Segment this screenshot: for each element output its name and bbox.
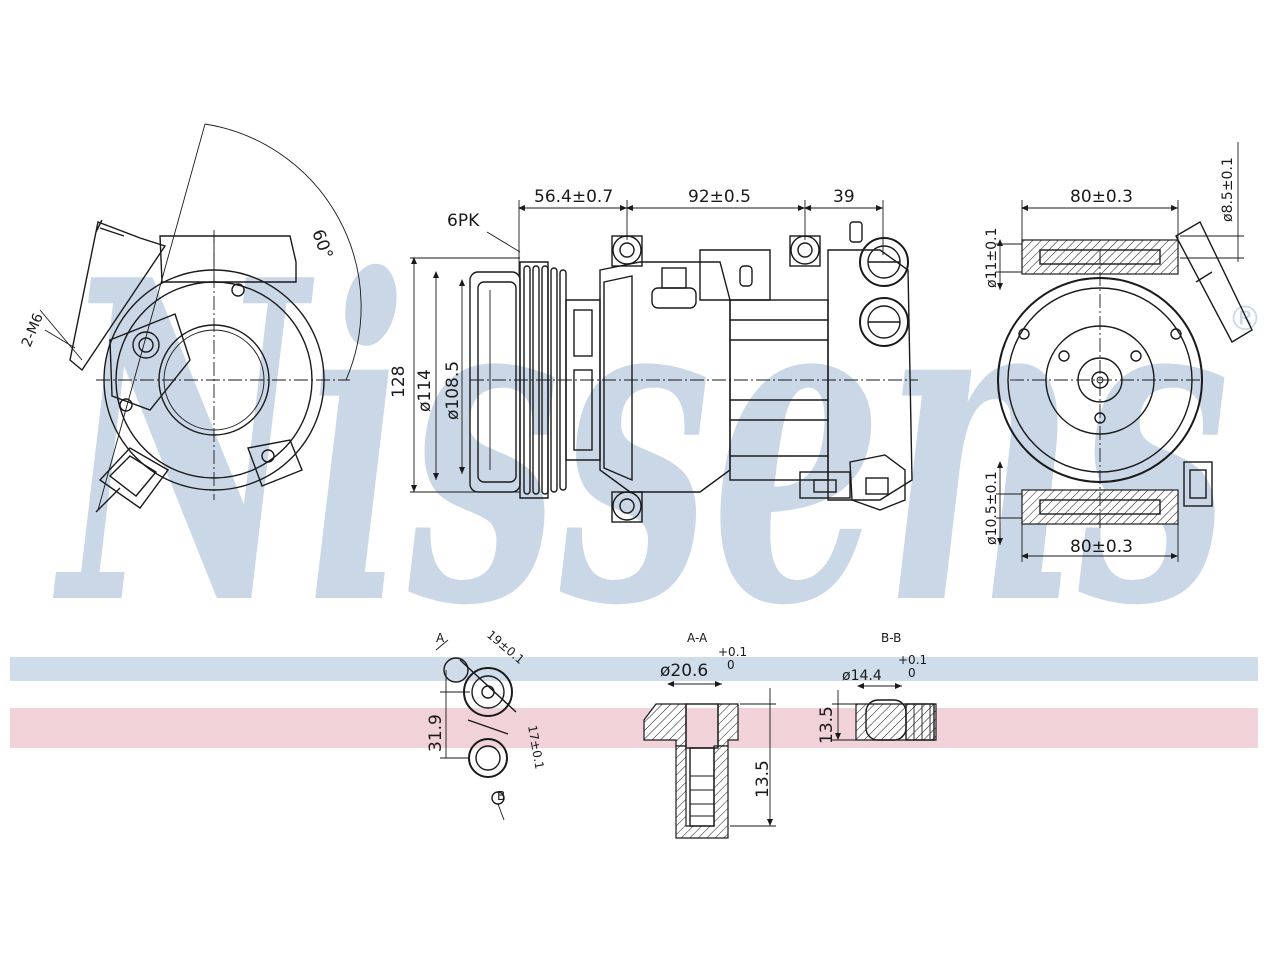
section-a-title: A-A bbox=[687, 631, 708, 645]
section-b: B-B ø14.4 +0.1 0 13.5 bbox=[817, 631, 937, 744]
section-a-tol-upper: +0.1 bbox=[718, 645, 747, 659]
section-a-depth: 13.5 bbox=[753, 760, 773, 798]
pulley-label: 6PK bbox=[447, 211, 480, 231]
dim-56-4: 56.4±0.7 bbox=[534, 187, 613, 207]
front-view: 56.4±0.7 92±0.5 39 6PK 128 ø114 ø108.5 bbox=[389, 187, 918, 523]
watermark-registered-mark: ® bbox=[1228, 299, 1262, 339]
dim-108-5: ø108.5 bbox=[443, 361, 463, 420]
watermark-band-red bbox=[10, 708, 1258, 748]
dim-92: 92±0.5 bbox=[688, 187, 751, 207]
dim-11: ø11±0.1 bbox=[984, 228, 1000, 288]
watermark-band-blue bbox=[10, 657, 1258, 681]
pulley-grooves bbox=[523, 265, 567, 495]
section-a-diameter: ø20.6 bbox=[660, 661, 708, 681]
section-b-tol-upper: +0.1 bbox=[898, 653, 927, 667]
dim-10-5: ø10.5±0.1 bbox=[984, 471, 1000, 545]
section-b-depth: 13.5 bbox=[817, 706, 837, 744]
section-b-tol-lower: 0 bbox=[908, 666, 916, 680]
section-b-title: B-B bbox=[881, 631, 901, 645]
bolt-label: 2-M6 bbox=[19, 311, 47, 349]
dim-80-top: 80±0.3 bbox=[1070, 187, 1133, 207]
dim-128: 128 bbox=[389, 366, 409, 398]
section-a-tol-lower: 0 bbox=[727, 658, 735, 672]
section-label-b: B bbox=[497, 789, 505, 803]
dim-114: ø114 bbox=[415, 369, 435, 412]
section-label-a: A bbox=[436, 631, 445, 645]
dim-80-bottom: 80±0.3 bbox=[1070, 537, 1133, 557]
section-a: A-A ø20.6 +0.1 0 13.5 bbox=[643, 631, 776, 839]
end-view: 80±0.3 80±0.3 ø8.5±0.1 ø11±0.1 ø10.5±0.1 bbox=[984, 142, 1253, 562]
section-b-diameter: ø14.4 bbox=[842, 668, 882, 684]
dim-39: 39 bbox=[833, 187, 855, 207]
dim-8-5: ø8.5±0.1 bbox=[1220, 157, 1236, 222]
dim-31-9: 31.9 bbox=[426, 714, 446, 752]
